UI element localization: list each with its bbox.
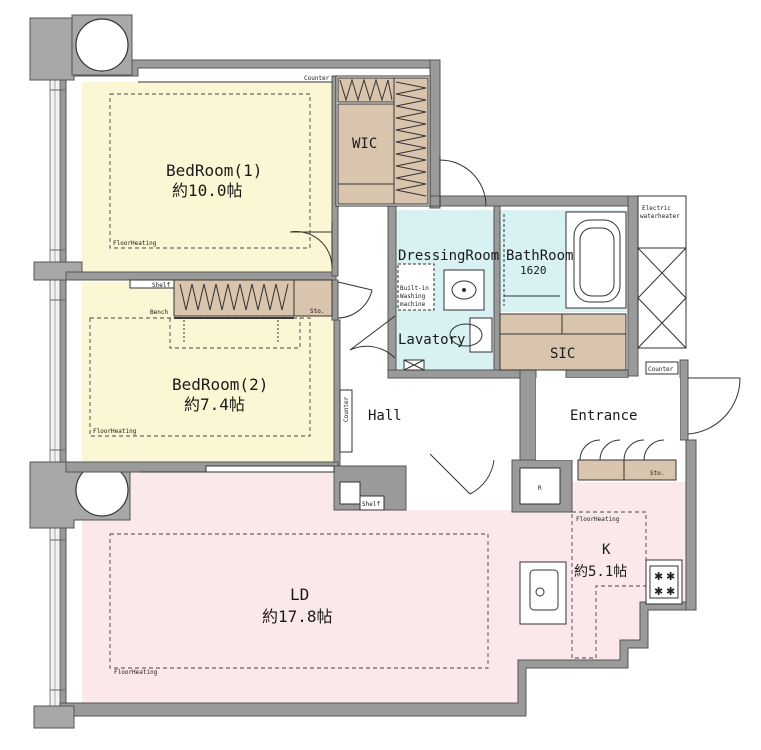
sto-entrance-label: Sto. <box>650 470 664 477</box>
counter-hall-label: Counter <box>343 396 350 422</box>
bedroom-closet: Shelf Sto. Bench <box>129 279 333 342</box>
entrance: Entrance Counter Sto. <box>536 361 741 481</box>
counter-entrance-label: Counter <box>648 366 674 373</box>
ld-floor-heating: FloorHeating <box>114 669 158 676</box>
counter-top-label: Counter <box>304 75 330 82</box>
wic-label: WIC <box>352 136 377 152</box>
water-heater-label-1: Electric <box>642 205 671 212</box>
kitchen-size: 約5.1帖 <box>574 564 627 580</box>
lavatory-label: Lavatory <box>398 332 465 348</box>
sic: SIC <box>499 313 627 371</box>
bathroom-label: BathRoom <box>506 248 573 264</box>
svg-text:✱: ✱ <box>654 585 663 598</box>
ld-floor <box>82 472 688 703</box>
washer-label-2: Washing <box>400 293 426 300</box>
kitchen-name: K <box>602 542 611 558</box>
bedroom2-name: BedRoom(2) <box>172 375 268 394</box>
entrance-label: Entrance <box>570 408 637 424</box>
ld-name: LD <box>290 585 309 604</box>
bedroom2-floor-heating: FloorHeating <box>93 428 137 435</box>
column-top <box>29 14 133 81</box>
hall-label: Hall <box>368 408 402 424</box>
wic: WIC <box>335 75 431 207</box>
ld-size: 約17.8帖 <box>262 607 333 626</box>
fridge-label: R <box>538 485 542 492</box>
sic-label: SIC <box>550 346 575 362</box>
column-bottom <box>33 705 75 729</box>
water-heater-cabinet: Electric waterheater <box>637 195 687 349</box>
shelf-ld-label: Shelf <box>362 501 380 508</box>
bedroom1-size: 約10.0帖 <box>172 181 243 200</box>
washer-label-1: Built-in <box>400 285 429 292</box>
kitchen-floor-heating: FloorHeating <box>576 516 620 523</box>
washer-label-3: machine <box>400 301 426 308</box>
bedroom1-name: BedRoom(1) <box>166 161 262 180</box>
living-dining: Shelf R LD 約17.8帖 FloorHeating <box>109 465 542 676</box>
sto-bedroom-label: Sto. <box>310 308 324 315</box>
bedroom2-size: 約7.4帖 <box>184 395 245 414</box>
bench-label: Bench <box>150 309 168 316</box>
bedroom1-floor-heating: FloorHeating <box>113 240 157 247</box>
bathroom-size: 1620 <box>520 264 547 277</box>
bedroom1: Counter BedRoom(1) 約10.0帖 FloorHeating <box>109 75 333 269</box>
exterior-walls <box>49 59 697 717</box>
window-ticks <box>50 89 66 691</box>
kitchen: FloorHeating K 約5.1帖 ✱ ✱ ✱ ✱ <box>519 511 683 659</box>
dressing-label: DressingRoom <box>398 248 499 264</box>
svg-text:✱: ✱ <box>666 585 675 598</box>
bedroom2-floor <box>82 282 333 462</box>
column-middle <box>29 461 131 529</box>
bathroom: BathRoom 1620 <box>503 211 627 309</box>
dressing-room: Built-in Washing machine DressingRoom <box>397 156 499 311</box>
svg-text:✱: ✱ <box>654 570 663 583</box>
shelf-label: Shelf <box>152 282 170 289</box>
svg-text:✱: ✱ <box>666 570 675 583</box>
stove-icon: ✱ ✱ ✱ ✱ <box>649 565 679 599</box>
interior-walls <box>65 75 629 513</box>
bedroom1-floor <box>82 82 333 272</box>
lavatory: Lavatory <box>398 317 493 371</box>
hall: Counter Hall <box>339 315 495 495</box>
water-heater-label-2: waterheater <box>640 213 680 220</box>
bedroom2: BedRoom(2) 約7.4帖 FloorHeating <box>89 281 373 437</box>
